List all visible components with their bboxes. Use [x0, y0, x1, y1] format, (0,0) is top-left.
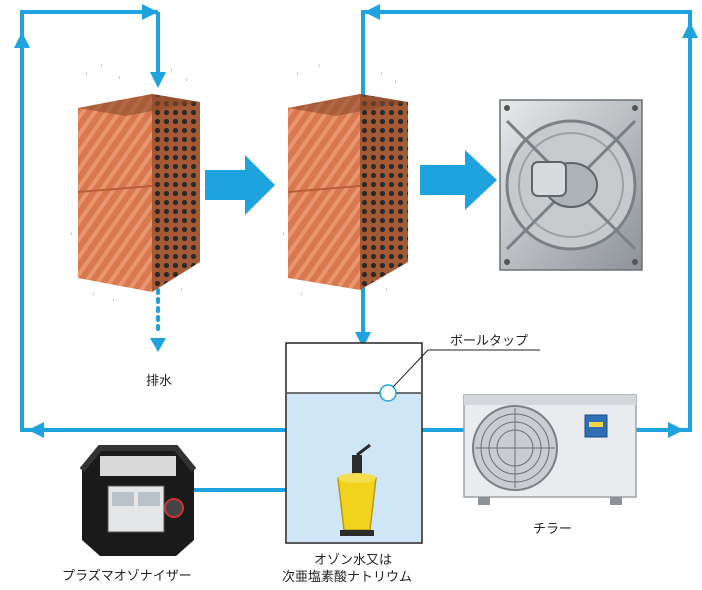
svg-text:ˈ: ˈ	[92, 292, 95, 303]
svg-text:ˈ: ˈ	[282, 232, 285, 243]
svg-text:ˈ: ˈ	[300, 292, 303, 303]
plasma-ozonizer	[79, 445, 197, 556]
drain-label: 排水	[146, 374, 173, 389]
drain-arrowhead	[150, 338, 166, 352]
svg-text:ˈ: ˈ	[185, 78, 188, 89]
svg-text:ˈ: ˈ	[118, 76, 121, 87]
svg-text:ˈ: ˈ	[385, 288, 388, 299]
airflow-arrow-2	[420, 150, 497, 210]
chiller-unit	[463, 394, 637, 505]
svg-text:ˈ: ˈ	[180, 288, 183, 299]
svg-text:ˈ: ˈ	[318, 64, 321, 75]
svg-text:ˈ: ˈ	[380, 72, 383, 83]
ozone-water-label-line1: オゾン水又は	[314, 553, 393, 568]
cooling-pad-1: ˈ ˈ ˈ ˈ ˈ ˈ ˈ ˈ ˈ	[70, 64, 200, 309]
airflow-arrow-1	[205, 155, 275, 215]
flow-lines	[14, 4, 698, 498]
ozone-water-label-line2: 次亜塩素酸ナトリウム	[282, 570, 413, 585]
svg-text:ˈ: ˈ	[112, 298, 115, 309]
exhaust-fan	[499, 99, 643, 271]
svg-text:ˈ: ˈ	[296, 72, 299, 83]
svg-text:ˈ: ˈ	[100, 64, 103, 75]
water-drops-1: ˈ ˈ ˈ ˈ ˈ ˈ ˈ ˈ ˈ	[70, 64, 188, 309]
submersible-pump	[337, 443, 377, 536]
svg-text:ˈ: ˈ	[85, 72, 88, 83]
svg-text:ˈ: ˈ	[170, 68, 173, 79]
plasma-ozonizer-label: プラズマオゾナイザー	[62, 569, 192, 584]
svg-text:ˈ: ˈ	[70, 232, 73, 243]
chiller-label: チラー	[533, 522, 573, 537]
water-tank	[285, 342, 540, 544]
ball-tap-label: ボールタップ	[450, 334, 529, 349]
ball-tap-float	[379, 384, 397, 402]
svg-text:ˈ: ˈ	[394, 80, 397, 91]
return-flow-left	[20, 10, 470, 432]
